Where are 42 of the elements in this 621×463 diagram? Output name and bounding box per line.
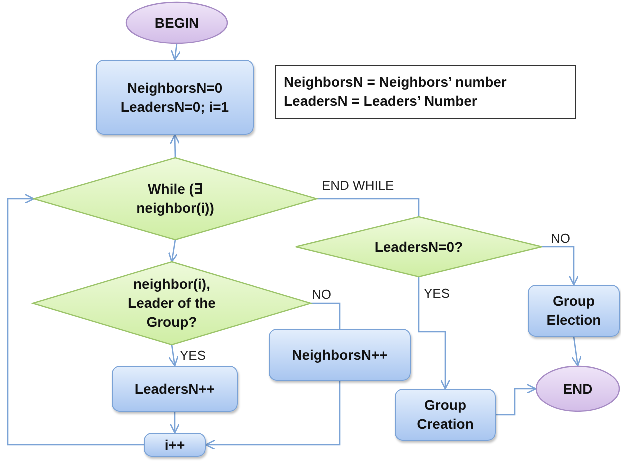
node-text: LeadersN++ xyxy=(134,380,216,398)
process-box xyxy=(112,366,238,412)
arrow xyxy=(170,134,180,158)
node-text: neighbor(i), Leader of the Group? xyxy=(127,275,217,332)
arrow xyxy=(572,336,582,367)
arrow xyxy=(168,344,179,367)
node-text: Group Election xyxy=(546,292,602,330)
process-box xyxy=(96,60,254,135)
arrow xyxy=(418,277,451,390)
edge-label: NO xyxy=(312,287,332,302)
process-box xyxy=(395,389,496,441)
decision-diamond xyxy=(296,217,542,277)
decision-diamond xyxy=(34,158,317,240)
node-text: END xyxy=(563,380,593,398)
process-box xyxy=(269,329,411,381)
arrow xyxy=(170,44,182,61)
node-text: NeighborsN = Neighbors’ number xyxy=(284,73,507,92)
node-text: LeadersN = Leaders’ Number xyxy=(284,92,478,111)
node-text: NeighborsN++ xyxy=(292,346,388,364)
process-box xyxy=(144,433,206,457)
edge-label: YES xyxy=(424,286,450,301)
node-text: i++ xyxy=(164,436,186,454)
arrow xyxy=(311,302,341,329)
arrow xyxy=(496,384,537,416)
node-text: While (∃ neighbor(i)) xyxy=(136,180,216,218)
note-box xyxy=(275,65,576,119)
edge-label: END WHILE xyxy=(322,178,394,193)
arrow xyxy=(7,194,144,446)
edge-label: NO xyxy=(551,231,570,246)
process-box xyxy=(528,285,620,337)
decision-diamond xyxy=(33,262,311,345)
arrow xyxy=(168,240,179,263)
node-text: LeadersN=0? xyxy=(374,238,464,256)
terminal-ellipse xyxy=(536,366,620,412)
node-text: Group Creation xyxy=(416,396,475,434)
arrow xyxy=(170,412,180,434)
node-text: NeighborsN=0 LeadersN=0; i=1 xyxy=(120,78,230,116)
arrow xyxy=(542,246,580,286)
node-text: BEGIN xyxy=(154,14,200,32)
arrow xyxy=(205,381,341,450)
edge-label: YES xyxy=(180,348,206,363)
terminal-ellipse xyxy=(126,2,228,44)
